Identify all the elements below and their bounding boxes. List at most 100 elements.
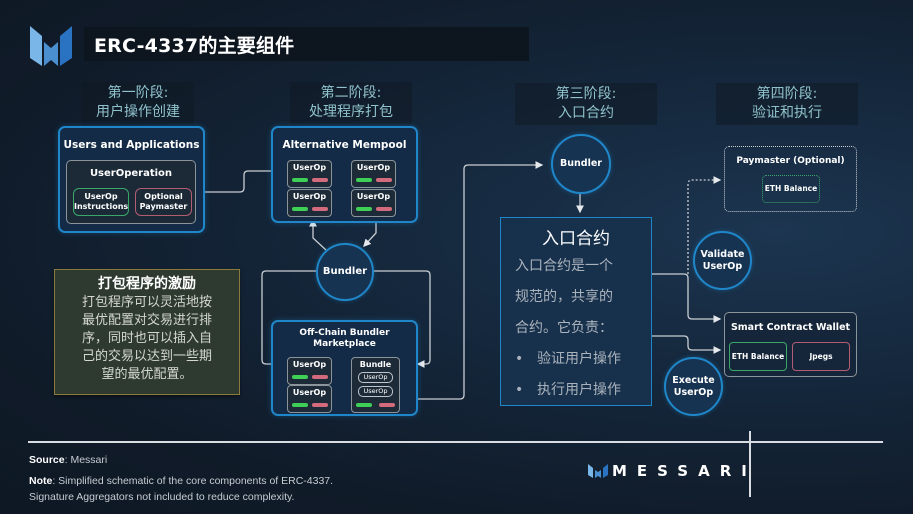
bullet-validate: 验证用户操作 bbox=[537, 351, 621, 367]
stage-1-line2: 用户操作创建 bbox=[96, 104, 180, 120]
users-applications-title: Users and Applications bbox=[63, 139, 200, 151]
optional-paymaster-line2: Paymaster bbox=[139, 202, 188, 211]
validate-line1: Validate bbox=[700, 248, 745, 260]
optional-paymaster-box: Optional Paymaster bbox=[135, 188, 192, 216]
paymaster-eth-balance: ETH Balance bbox=[762, 175, 820, 203]
smart-contract-wallet-box: Smart Contract Wallet ETH Balance Jpegs bbox=[724, 312, 857, 377]
footer-vertical-divider bbox=[749, 431, 751, 497]
footer-divider bbox=[28, 441, 883, 443]
stage-3-line2: 入口合约 bbox=[558, 105, 614, 121]
footer-note: Note: Simplified schematic of the core c… bbox=[29, 473, 333, 505]
wallet-eth-balance: ETH Balance bbox=[729, 342, 787, 371]
entry-point-line: 入口合约是一个 bbox=[515, 258, 613, 274]
arrow-bundler-to-mempool bbox=[309, 218, 327, 251]
entry-point-description: 入口合约是一个 规范的，共享的 合约。它负责： •验证用户操作 •执行用户操作 bbox=[501, 251, 651, 406]
incentive-note-line: 序，同时也可以插入自 bbox=[81, 331, 212, 346]
marketplace-title: Off-Chain Bundler Marketplace bbox=[273, 328, 416, 350]
entry-point-line: 规范的，共享的 bbox=[515, 289, 613, 305]
footer-source: Source: Messari bbox=[29, 454, 107, 466]
paymaster-box: Paymaster (Optional) ETH Balance bbox=[724, 146, 857, 212]
wallet-jpegs: Jpegs bbox=[792, 342, 850, 371]
stage-2-line1: 第二阶段: bbox=[320, 85, 382, 101]
note-value: : Simplified schematic of the core compo… bbox=[52, 475, 334, 487]
messari-logo-icon bbox=[30, 26, 72, 66]
mempool-userop: UserOp bbox=[351, 160, 396, 188]
paymaster-title: Paymaster (Optional) bbox=[736, 156, 845, 166]
source-value: : Messari bbox=[64, 454, 108, 466]
incentive-note-line: 己的交易以达到一些期 bbox=[81, 349, 212, 364]
useroperation-box: UserOperation UserOp Instructions Option… bbox=[66, 160, 196, 224]
userop-label: UserOp bbox=[356, 163, 391, 172]
page-title: ERC-4337的主要组件 bbox=[94, 35, 295, 57]
stage-4-label: 第四阶段: 验证和执行 bbox=[716, 83, 858, 125]
mempool-userop: UserOp bbox=[287, 160, 332, 188]
incentive-note-title: 打包程序的激励 bbox=[98, 276, 196, 292]
note-line2: Signature Aggregators not included to re… bbox=[29, 491, 295, 503]
bundler-stage2-node: Bundler bbox=[316, 243, 374, 301]
userop-label: UserOp bbox=[292, 360, 327, 369]
bundler-stage3-node: Bundler bbox=[551, 134, 611, 194]
userop-label: UserOp bbox=[292, 192, 327, 201]
entry-point-box: 入口合约 入口合约是一个 规范的，共享的 合约。它负责： •验证用户操作 •执行… bbox=[500, 217, 652, 406]
incentive-note-body: 打包程序可以灵活地按 最优配置对交易进行排 序，同时也可以插入自 己的交易以达到… bbox=[55, 294, 239, 384]
incentive-note-line: 打包程序可以灵活地按 bbox=[81, 295, 212, 310]
marketplace-panel: Off-Chain Bundler Marketplace UserOp Use… bbox=[271, 320, 418, 416]
bundle-box: Bundle UserOp UserOp bbox=[351, 357, 400, 413]
validate-line2: UserOp bbox=[702, 260, 743, 272]
arrow-entry-to-wallet-validate bbox=[652, 273, 722, 323]
arrow-users-to-mempool bbox=[196, 167, 285, 193]
stage-1-line1: 第一阶段: bbox=[107, 85, 169, 101]
mempool-userop: UserOp bbox=[287, 189, 332, 217]
bundler-stage2-label: Bundler bbox=[322, 266, 368, 277]
entry-point-line: 合约。它负责： bbox=[515, 320, 613, 336]
arrow-bundler-to-marketplace-right bbox=[372, 270, 431, 368]
mempool-userop: UserOp bbox=[351, 189, 396, 217]
arrow-marketplace-to-bundler3 bbox=[402, 161, 544, 400]
title-bar bbox=[84, 27, 529, 61]
messari-brand-text: MESSARI bbox=[612, 462, 757, 480]
stage-3-label: 第三阶段: 入口合约 bbox=[515, 83, 657, 125]
incentive-note-line: 最优配置对交易进行排 bbox=[81, 313, 212, 328]
note-label: Note bbox=[29, 475, 53, 487]
userop-label: UserOp bbox=[292, 163, 327, 172]
bundle-userop: UserOp bbox=[358, 386, 393, 397]
stage-4-line1: 第四阶段: bbox=[756, 86, 818, 102]
marketplace-title-line1: Off-Chain Bundler bbox=[299, 328, 390, 338]
useroperation-title: UserOperation bbox=[89, 168, 173, 179]
entry-point-bullet: •验证用户操作 bbox=[515, 351, 621, 367]
userop-label: UserOp bbox=[356, 192, 391, 201]
stage-4-line2: 验证和执行 bbox=[752, 105, 822, 121]
userop-instructions-line2: Instructions bbox=[74, 202, 129, 211]
userop-label: UserOp bbox=[292, 388, 327, 397]
incentive-note-line: 望的最优配置。 bbox=[101, 367, 193, 382]
bundle-title: Bundle bbox=[359, 360, 392, 369]
stage-3-line1: 第三阶段: bbox=[555, 86, 617, 102]
bundler-stage3-label: Bundler bbox=[560, 158, 602, 169]
source-label: Source bbox=[29, 454, 65, 466]
entry-point-bullet: •执行用户操作 bbox=[515, 382, 621, 398]
arrow-bundler-to-marketplace-left bbox=[261, 270, 317, 368]
bundler-incentive-note: 打包程序的激励 打包程序可以灵活地按 最优配置对交易进行排 序，同时也可以插入自… bbox=[54, 269, 240, 395]
arrow-entry-to-wallet-execute bbox=[652, 335, 722, 354]
messari-brand-icon bbox=[588, 464, 608, 478]
entry-point-title: 入口合约 bbox=[542, 229, 610, 249]
stage-1-label: 第一阶段: 用户操作创建 bbox=[82, 82, 194, 124]
optional-paymaster-line1: Optional bbox=[144, 192, 183, 201]
marketplace-userop: UserOp bbox=[287, 385, 332, 413]
execute-line2: UserOp bbox=[673, 386, 714, 398]
bullet-execute: 执行用户操作 bbox=[537, 382, 621, 398]
userop-instructions-line1: UserOp bbox=[84, 192, 118, 201]
bundle-userop: UserOp bbox=[358, 372, 393, 383]
users-applications-panel: Users and Applications UserOperation Use… bbox=[58, 126, 205, 233]
stage-2-label: 第二阶段: 处理程序打包 bbox=[290, 82, 412, 124]
alternative-mempool-title: Alternative Mempool bbox=[282, 139, 407, 151]
userop-instructions-box: UserOp Instructions bbox=[73, 188, 129, 216]
execute-line1: Execute bbox=[672, 374, 715, 386]
stage-2-line2: 处理程序打包 bbox=[309, 104, 393, 120]
alternative-mempool-panel: Alternative Mempool UserOp UserOp UserOp… bbox=[271, 126, 418, 223]
marketplace-userop: UserOp bbox=[287, 357, 332, 385]
arrow-entry-to-paymaster bbox=[687, 176, 722, 274]
